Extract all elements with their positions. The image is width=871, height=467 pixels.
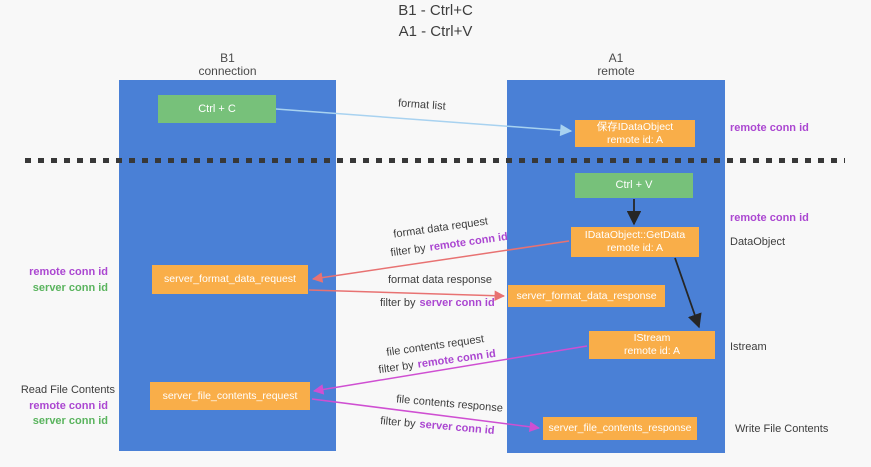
file-contents-request-arrow bbox=[312, 345, 588, 395]
diagram-title-line2: A1 - Ctrl+V bbox=[398, 23, 473, 40]
server-file-contents-request-label: server_file_contents_request bbox=[162, 389, 298, 402]
diagram-title-line1: B1 - Ctrl+C bbox=[398, 2, 473, 19]
diagram-title: B1 - Ctrl+C A1 - Ctrl+V bbox=[0, 0, 871, 42]
format-list-arrow bbox=[275, 108, 573, 137]
server-file-contents-response-box: server_file_contents_response bbox=[543, 417, 697, 440]
server-file-contents-request-box: server_file_contents_request bbox=[150, 382, 310, 410]
ctrl-c-box: Ctrl + C bbox=[158, 95, 276, 123]
save-idataobject-line1: 保存IDataObject bbox=[596, 120, 674, 133]
server-file-contents-response-label: server_file_contents_response bbox=[548, 422, 692, 434]
write-file-contents-label: Write File Contents bbox=[735, 423, 829, 435]
ctrl-v-box: Ctrl + V bbox=[575, 173, 693, 198]
ctrl-c-label: Ctrl + C bbox=[198, 102, 236, 115]
server-format-data-request-box: server_format_data_request bbox=[152, 265, 308, 294]
idataobject-getdata-box: IDataObject::GetData remote id: A bbox=[571, 227, 699, 257]
server-conn-id-legend-2: server conn id bbox=[32, 415, 108, 427]
lifeline-a1-header: A1 remote bbox=[507, 52, 725, 78]
file-contents-response-arrow bbox=[311, 398, 541, 433]
read-file-contents-label: Read File Contents bbox=[20, 384, 115, 396]
phase-divider-dashed-line bbox=[25, 158, 845, 163]
getdata-line1: IDataObject::GetData bbox=[584, 229, 686, 241]
getdata-to-istream-arrow bbox=[674, 257, 702, 329]
remote-conn-id-label-mid-right: remote conn id bbox=[730, 212, 809, 224]
istream-side-label: Istream bbox=[730, 341, 767, 353]
conn-id-legend-file: remote conn id server conn id bbox=[18, 399, 108, 429]
remote-conn-id-legend-2: remote conn id bbox=[29, 400, 108, 412]
lifeline-a1-role: remote bbox=[597, 64, 635, 78]
save-idataobject-line2: remote id: A bbox=[606, 133, 664, 146]
server-format-data-request-label: server_format_data_request bbox=[164, 273, 296, 285]
lifeline-a1-name: A1 bbox=[608, 51, 624, 65]
filter-by-text-2: filter by bbox=[380, 297, 416, 309]
format-data-response-label: format data response bbox=[388, 274, 492, 286]
conn-id-legend-format: remote conn id server conn id bbox=[18, 264, 108, 296]
istream-line2: remote id: A bbox=[623, 345, 681, 357]
server-format-data-response-label: server_format_data_response bbox=[516, 289, 657, 302]
lifeline-b1-header: B1 connection bbox=[119, 52, 336, 78]
format-data-request-arrow bbox=[311, 240, 570, 283]
istream-line1: IStream bbox=[633, 332, 671, 344]
ctrl-v-label: Ctrl + V bbox=[615, 179, 653, 191]
remote-conn-id-label-top-right: remote conn id bbox=[730, 122, 809, 134]
getdata-line2: remote id: A bbox=[606, 242, 664, 254]
server-conn-id-legend-1: server conn id bbox=[32, 282, 108, 294]
save-idataobject-box: 保存IDataObject remote id: A bbox=[575, 120, 695, 147]
istream-box: IStream remote id: A bbox=[589, 331, 715, 359]
server-conn-id-filter-2: server conn id bbox=[419, 297, 495, 309]
lifeline-b1-name: B1 bbox=[220, 51, 235, 65]
dataobject-label: DataObject bbox=[730, 236, 786, 248]
server-format-data-response-box: server_format_data_response bbox=[508, 285, 665, 307]
remote-conn-id-legend-1: remote conn id bbox=[29, 266, 108, 278]
lifeline-b1-role: connection bbox=[198, 64, 257, 78]
format-data-response-arrow bbox=[308, 289, 506, 301]
